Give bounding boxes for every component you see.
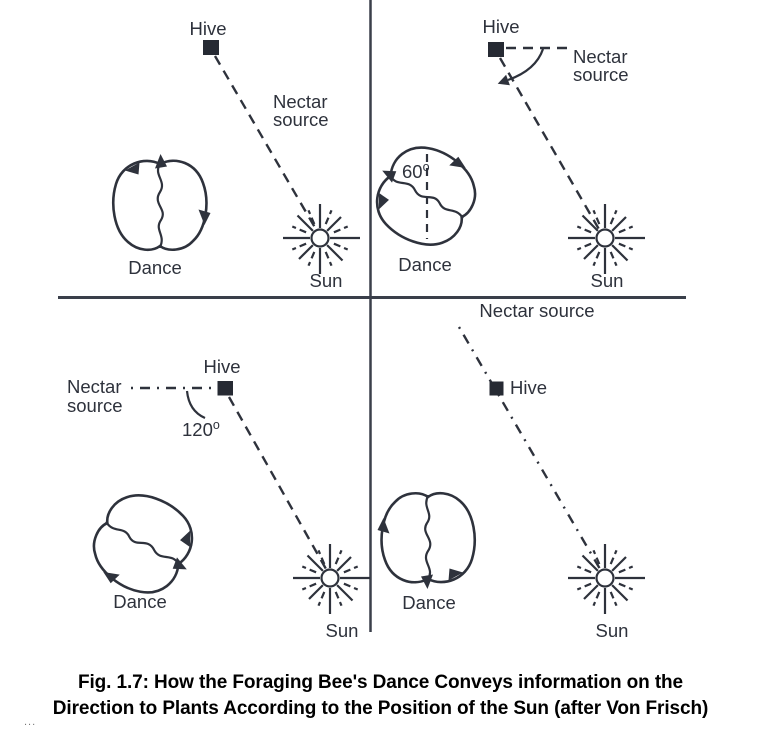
nectar-source-label-line2: source — [273, 109, 329, 130]
figure-eight-dance-icon — [376, 491, 477, 591]
dance-label: Dance — [402, 592, 455, 613]
hive-to-sun-dashed-line — [213, 55, 319, 232]
nectar-source-label-line2: source — [67, 395, 123, 416]
nectar-source-label: Nectar — [273, 91, 328, 112]
sun-burst-icon — [566, 542, 647, 616]
sun-label: Sun — [591, 270, 624, 291]
angle-arc-arrowhead — [497, 74, 510, 86]
figure-eight-dance-icon — [357, 125, 492, 261]
angle-label-60: 60o — [402, 160, 430, 182]
hive-to-sun-dashed-line — [227, 396, 328, 570]
figure-eight-dance-icon — [112, 152, 212, 252]
panel-top-right: Hive Nectar source 60o Dance Sun — [357, 16, 647, 291]
sun-burst-icon — [281, 202, 362, 276]
sun-label: Sun — [310, 270, 343, 291]
nectar-source-label: Nectar — [67, 376, 122, 397]
sun-label: Sun — [326, 620, 359, 641]
bee-dance-diagram: Hive Nectar source Dance Sun Hive Nectar… — [58, 0, 686, 641]
panel-bottom-right: Nectar source Hive Dance Sun — [376, 300, 647, 641]
nectar-to-sun-dashed-line — [457, 326, 602, 570]
angle-arc — [507, 48, 545, 82]
figure-caption: Fig. 1.7: How the Foraging Bee's Dance C… — [0, 670, 761, 722]
nectar-source-label-line2: source — [573, 64, 629, 85]
figure-caption-line2: Direction to Plants According to the Pos… — [52, 698, 709, 719]
angle-label-120: 120o — [182, 418, 220, 440]
dance-label: Dance — [398, 254, 451, 275]
sun-burst-icon — [291, 542, 372, 616]
hive-label: Hive — [510, 377, 547, 398]
hive-label: Hive — [189, 18, 226, 39]
figure-caption-line1: Fig. 1.7: How the Foraging Bee's Dance C… — [77, 672, 684, 693]
hive-marker — [489, 381, 504, 396]
sun-label: Sun — [596, 620, 629, 641]
panel-top-left: Hive Nectar source Dance Sun — [112, 18, 362, 291]
nectar-source-label: Nectar — [573, 46, 628, 67]
hive-marker — [488, 42, 504, 57]
panel-bottom-left: Nectar source Hive 120o Dance Sun — [67, 356, 372, 641]
nectar-source-label: Nectar source — [479, 300, 594, 321]
hive-label: Hive — [482, 16, 519, 37]
sun-burst-icon — [566, 202, 647, 276]
dance-label: Dance — [128, 257, 181, 278]
hive-marker — [203, 40, 219, 55]
dance-label: Dance — [113, 591, 166, 612]
hive-label: Hive — [203, 356, 240, 377]
hive-marker — [217, 381, 233, 396]
angle-arc — [185, 390, 206, 420]
page-edge-mark: ... — [24, 716, 37, 728]
